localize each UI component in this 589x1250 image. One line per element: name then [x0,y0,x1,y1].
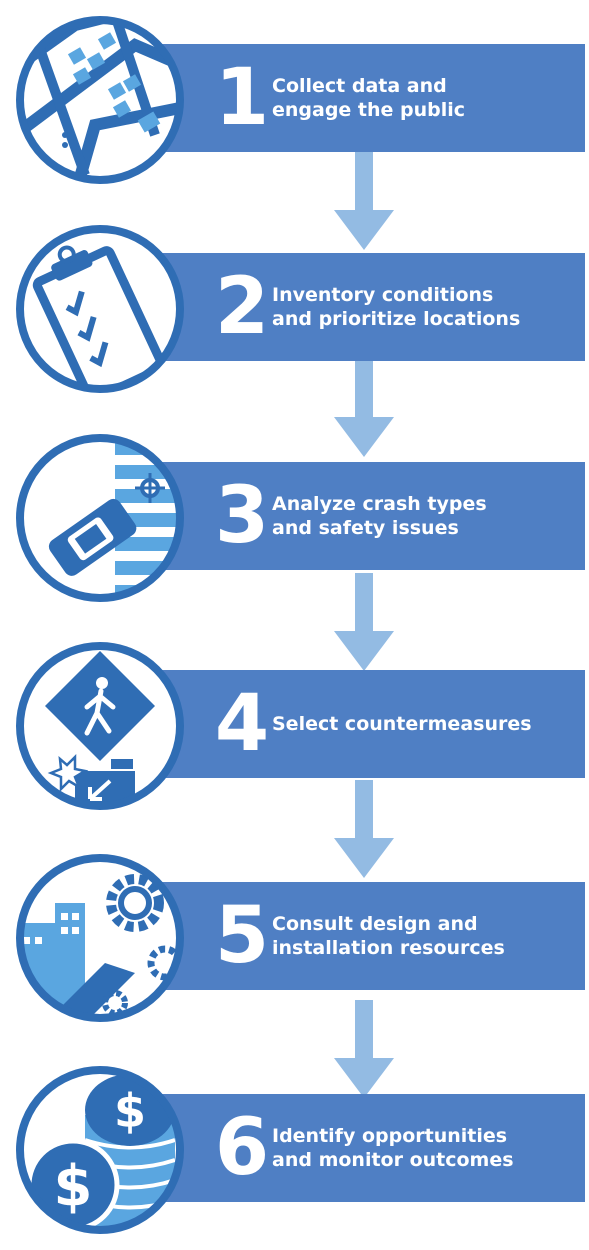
step-number: 4 [214,679,270,769]
step-banner [150,882,585,990]
step-label-line1: Identify opportunities [272,1125,508,1147]
step-label-line1: Select countermeasures [272,713,532,735]
step-label: Identify opportunities and monitor outco… [272,1094,582,1202]
step-banner [150,253,585,361]
step-label: Inventory conditions and prioritize loca… [272,253,582,361]
step-number: 6 [214,1103,270,1193]
flow-arrow [334,359,394,457]
step-number: 5 [214,891,270,981]
pedestrian-sign-icon [16,642,184,810]
step-label: Collect data and engage the public [272,44,582,152]
coins-icon: $ $ [16,1066,184,1234]
step-label-line2: and prioritize locations [272,308,521,330]
step-5: 5 Consult design and installation resour… [0,838,589,1038]
step-label-line2: and safety issues [272,517,459,539]
step-label-line1: Analyze crash types [272,493,487,515]
crash-icon [16,434,184,602]
clipboard-icon [16,225,184,393]
step-4: 4 Select countermeasures [0,626,589,826]
step-label: Consult design and installation resource… [272,882,582,990]
flow-arrow [334,573,394,671]
flow-arrow [334,780,394,878]
step-number: 2 [214,262,270,352]
step-3: 3 Analyze crash types and safety issues [0,418,589,618]
step-1: 1 Collect data and engage the public [0,0,589,200]
step-banner [150,462,585,570]
flow-arrow [334,1000,394,1098]
step-label: Analyze crash types and safety issues [272,462,582,570]
step-label: Select countermeasures [272,670,582,778]
step-banner [150,44,585,152]
city-gears-icon [16,854,184,1022]
step-number: 1 [214,53,270,143]
step-label-line1: Consult design and [272,913,478,935]
step-label-line2: installation resources [272,937,505,959]
step-label-line1: Collect data and [272,75,447,97]
step-6: 6 Identify opportunities and monitor out… [0,1050,589,1250]
map-icon [16,16,184,184]
step-label-line1: Inventory conditions [272,284,494,306]
step-banner [150,670,585,778]
coin-symbol: $ [54,1154,93,1219]
step-label-line2: engage the public [272,99,466,121]
step-label-line2: and monitor outcomes [272,1149,514,1171]
coin-symbol: $ [114,1084,146,1138]
step-number: 3 [214,471,270,561]
step-2: 2 Inventory conditions and prioritize lo… [0,209,589,409]
step-banner [150,1094,585,1202]
flow-arrow [334,152,394,250]
